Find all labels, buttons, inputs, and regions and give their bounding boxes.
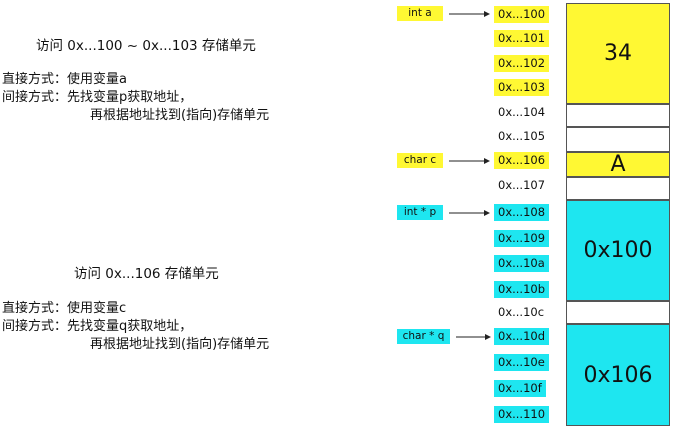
address-label: 0x...110 xyxy=(494,406,550,423)
address-label: 0x...10e xyxy=(494,354,549,371)
var-q-tag: char * q xyxy=(397,329,450,344)
var-p-tag: int * p xyxy=(397,205,443,220)
address-label: 0x...102 xyxy=(494,55,550,72)
memory-cell-p: 0x100 xyxy=(566,200,670,301)
memory-cell-empty xyxy=(566,127,670,152)
block2-title: 访问 0x...106 存储单元 xyxy=(74,266,219,282)
block1-indirect: 间接方式：先找变量p获取地址， xyxy=(2,90,193,105)
address-label: 0x...106 xyxy=(494,152,550,169)
address-label: 0x...10d xyxy=(494,328,550,345)
memory-cell-a: 34 xyxy=(566,3,670,104)
arrow-c-icon xyxy=(449,158,490,164)
address-label: 0x...109 xyxy=(494,230,550,247)
memory-cell-empty xyxy=(566,301,670,324)
address-label: 0x...105 xyxy=(498,129,546,143)
var-a-tag: int a xyxy=(397,6,443,21)
block1-title: 访问 0x...100 ~ 0x...103 存储单元 xyxy=(36,38,256,54)
block2-indirect-cont: 再根据地址找到(指向)存储单元 xyxy=(90,337,270,352)
memory-cell-c: A xyxy=(566,152,670,177)
address-label: 0x...10a xyxy=(494,255,549,272)
arrow-q-icon xyxy=(456,334,491,340)
address-label: 0x...104 xyxy=(498,105,546,119)
address-label: 0x...103 xyxy=(494,79,550,96)
address-label: 0x...107 xyxy=(498,178,546,192)
arrow-a-icon xyxy=(449,11,490,17)
block1-direct: 直接方式：使用变量a xyxy=(2,72,127,87)
address-label: 0x...101 xyxy=(494,30,550,47)
memory-cell-empty xyxy=(566,104,670,127)
block1-indirect-cont: 再根据地址找到(指向)存储单元 xyxy=(90,108,270,123)
var-c-tag: char c xyxy=(397,153,443,168)
memory-cell-empty xyxy=(566,177,670,200)
block2-indirect: 间接方式：先找变量q获取地址， xyxy=(2,319,193,334)
address-label: 0x...10f xyxy=(494,380,546,397)
address-label: 0x...10b xyxy=(494,281,550,298)
address-label: 0x...10c xyxy=(498,305,545,319)
address-label: 0x...100 xyxy=(494,6,550,23)
arrow-p-icon xyxy=(449,210,490,216)
block2-direct: 直接方式：使用变量c xyxy=(2,301,127,316)
address-label: 0x...108 xyxy=(494,204,550,221)
memory-cell-q: 0x106 xyxy=(566,324,670,426)
